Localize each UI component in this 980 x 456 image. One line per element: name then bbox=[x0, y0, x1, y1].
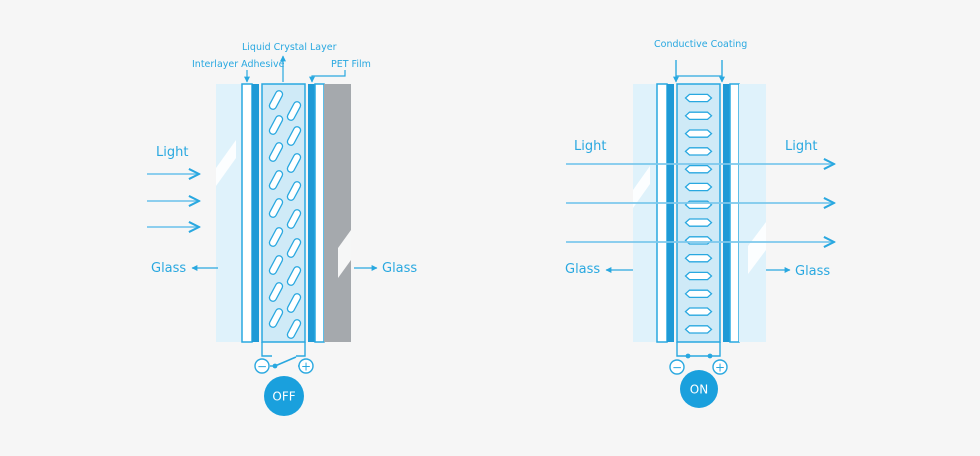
crystal-molecule bbox=[684, 111, 713, 121]
interlayer-adhesive-label: Interlayer Adhesive bbox=[192, 59, 285, 70]
glass-reflection bbox=[338, 230, 351, 278]
conductive-bracket bbox=[675, 60, 723, 77]
crystal-molecule bbox=[268, 308, 284, 328]
minus-sign: − bbox=[672, 361, 682, 375]
minus-terminal bbox=[254, 358, 270, 374]
glass-reflection bbox=[633, 166, 650, 208]
circuit-wire bbox=[261, 342, 272, 357]
off-button-label: OFF bbox=[272, 390, 295, 404]
switch-contact bbox=[685, 353, 691, 359]
minus-sign: − bbox=[257, 360, 267, 374]
liquid-crystal-layer bbox=[676, 83, 721, 343]
crystal-molecule bbox=[684, 236, 713, 245]
conductive-coating-left bbox=[667, 84, 674, 342]
crystal-molecule bbox=[286, 126, 302, 146]
pet-film-label: PET Film bbox=[331, 59, 371, 70]
crystal-molecule bbox=[684, 218, 713, 227]
interlayer-adhesive-strip bbox=[241, 83, 253, 343]
crystal-molecule bbox=[286, 266, 302, 286]
crystal-molecule bbox=[268, 198, 284, 218]
interlayer-adhesive-strip-right bbox=[314, 83, 325, 343]
switch-contact bbox=[707, 353, 713, 359]
liquid-crystal-label: Liquid Crystal Layer bbox=[242, 42, 337, 53]
light-in-label: Light bbox=[574, 139, 606, 154]
left-glass-pane bbox=[216, 84, 242, 342]
crystal-molecule bbox=[286, 181, 302, 201]
crystal-molecule bbox=[684, 307, 713, 316]
crystal-molecules-random bbox=[268, 90, 302, 339]
crystal-molecule bbox=[268, 115, 284, 135]
plus-sign: + bbox=[301, 360, 311, 374]
crystal-molecule bbox=[684, 271, 713, 281]
circuit-wire-closed bbox=[676, 342, 721, 357]
on-button[interactable] bbox=[680, 370, 718, 408]
crystal-molecule bbox=[268, 142, 284, 162]
on-state-panel: Conductive Coating Light Light Glass Gla… bbox=[565, 39, 834, 408]
glass-label-right: Glass bbox=[382, 261, 417, 276]
crystal-molecule bbox=[684, 129, 713, 138]
crystal-molecule bbox=[684, 93, 713, 103]
crystal-molecule bbox=[286, 101, 302, 121]
crystal-molecule bbox=[268, 170, 284, 190]
conductive-coating-right bbox=[723, 84, 730, 342]
glass-reflection bbox=[216, 140, 236, 186]
conductive-coating-label: Conductive Coating bbox=[654, 39, 747, 50]
crystal-molecule bbox=[268, 227, 284, 247]
plus-terminal bbox=[298, 358, 314, 374]
circuit-wire bbox=[296, 342, 306, 357]
left-glass-pane bbox=[633, 84, 657, 342]
crystal-molecule bbox=[286, 153, 302, 173]
crystal-molecule bbox=[286, 238, 302, 258]
right-glass-pane bbox=[739, 84, 766, 342]
switch-lever-open[interactable] bbox=[274, 356, 297, 367]
crystal-molecule bbox=[684, 164, 713, 174]
crystal-molecule bbox=[684, 325, 713, 334]
glass-label-left: Glass bbox=[151, 261, 186, 276]
plus-sign: + bbox=[715, 361, 725, 375]
crystal-molecule bbox=[286, 319, 302, 339]
crystal-molecule bbox=[684, 182, 713, 192]
off-button[interactable] bbox=[264, 376, 304, 416]
minus-terminal bbox=[669, 359, 685, 375]
crystal-molecule bbox=[684, 253, 713, 263]
crystal-molecule bbox=[286, 293, 302, 313]
pet-film-right bbox=[308, 84, 315, 342]
plus-terminal bbox=[712, 359, 728, 375]
glass-label-right: Glass bbox=[795, 264, 830, 279]
light-out-label: Light bbox=[785, 139, 817, 154]
glass-label-left: Glass bbox=[565, 262, 600, 277]
glass-reflection bbox=[748, 222, 766, 274]
pet-film-left bbox=[252, 84, 259, 342]
interlayer-adhesive-strip bbox=[656, 83, 668, 343]
crystal-molecule bbox=[268, 90, 284, 110]
crystal-molecule bbox=[268, 255, 284, 275]
off-state-panel: Liquid Crystal Layer Interlayer Adhesive… bbox=[147, 42, 417, 416]
crystal-molecule bbox=[684, 147, 713, 156]
pet-film-pointer bbox=[309, 70, 346, 83]
right-glass-pane-dark bbox=[324, 84, 351, 342]
light-label: Light bbox=[156, 145, 188, 160]
crystal-molecule bbox=[286, 209, 302, 229]
crystal-molecule bbox=[684, 289, 713, 299]
on-button-label: ON bbox=[690, 383, 708, 397]
interlayer-adhesive-strip-right bbox=[729, 83, 740, 343]
crystal-molecule bbox=[268, 282, 284, 302]
